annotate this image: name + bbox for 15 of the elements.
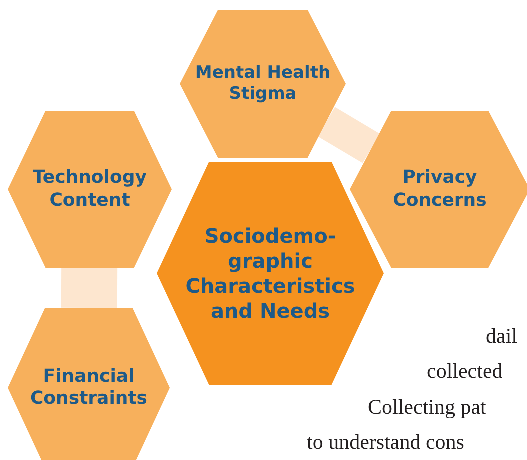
hexagon bbox=[180, 10, 346, 158]
hexagon bbox=[350, 111, 527, 268]
connector-band bbox=[318, 107, 380, 164]
body-text: collected bbox=[427, 359, 503, 384]
hexagon bbox=[157, 162, 384, 385]
node-label: Privacy Concerns bbox=[392, 167, 488, 212]
body-text: dail bbox=[486, 324, 518, 349]
body-text: Collecting pat bbox=[368, 395, 486, 420]
body-text: to understand cons bbox=[307, 430, 464, 455]
node-label: Technology Content bbox=[32, 167, 148, 212]
node-label: Sociodemo-graphic Characteristics and Needs bbox=[186, 224, 356, 324]
node-label: Financial Constraints bbox=[29, 366, 149, 410]
node-label: Mental Health Stigma bbox=[194, 62, 332, 106]
hexagon bbox=[8, 308, 170, 460]
hexagon bbox=[8, 111, 172, 268]
